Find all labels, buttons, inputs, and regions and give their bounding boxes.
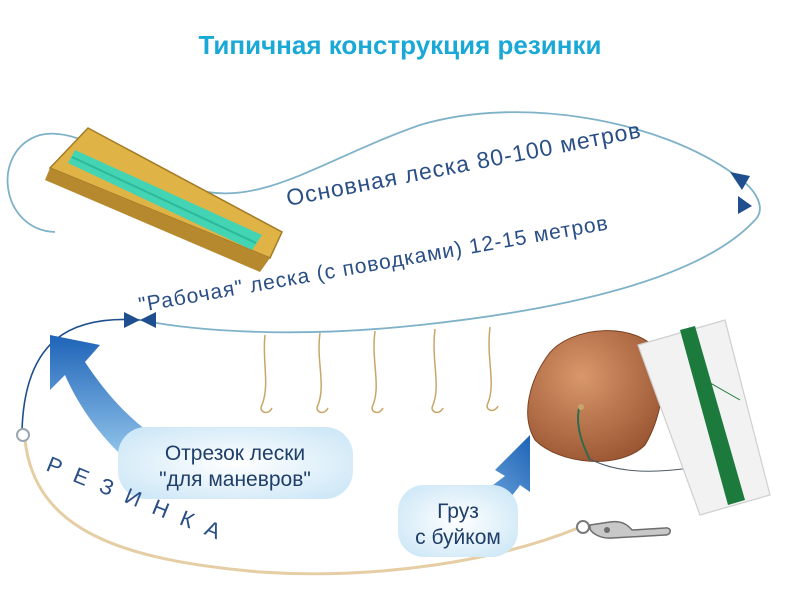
- connector-marker-left-2: [140, 312, 156, 328]
- connector-marker-right-2: [738, 196, 752, 214]
- connector-marker-left: [124, 312, 140, 328]
- maneuver-label-line2: "для маневров": [159, 468, 311, 491]
- hook-icon: [316, 332, 329, 414]
- swivel-icon: [576, 520, 671, 539]
- weight-label-line2: с буйком: [415, 526, 501, 549]
- maneuver-bubble: [118, 427, 353, 499]
- rock-weight-icon: [527, 330, 664, 462]
- weight-to-float-line: [587, 457, 691, 472]
- float-icon: [637, 319, 771, 516]
- maneuver-label-line1: Отрезок лески: [165, 442, 305, 465]
- hook-icon: [260, 334, 273, 414]
- main-line-path: [6, 111, 761, 233]
- weight-label-line1: Груз: [437, 500, 479, 523]
- reel-icon: [45, 127, 283, 272]
- diagram-title: Типичная конструкция резинки: [198, 30, 602, 60]
- weight-bubble: [398, 485, 518, 557]
- connector-marker-right: [730, 172, 750, 190]
- main-line-label: Основная леска 80-100 метров: [284, 116, 643, 210]
- hook-icon: [431, 328, 444, 414]
- hooks-group: [260, 326, 499, 414]
- working-line-path: [139, 219, 756, 334]
- hook-icon: [371, 330, 384, 414]
- ring-icon: [16, 428, 30, 442]
- hook-icon: [486, 326, 499, 412]
